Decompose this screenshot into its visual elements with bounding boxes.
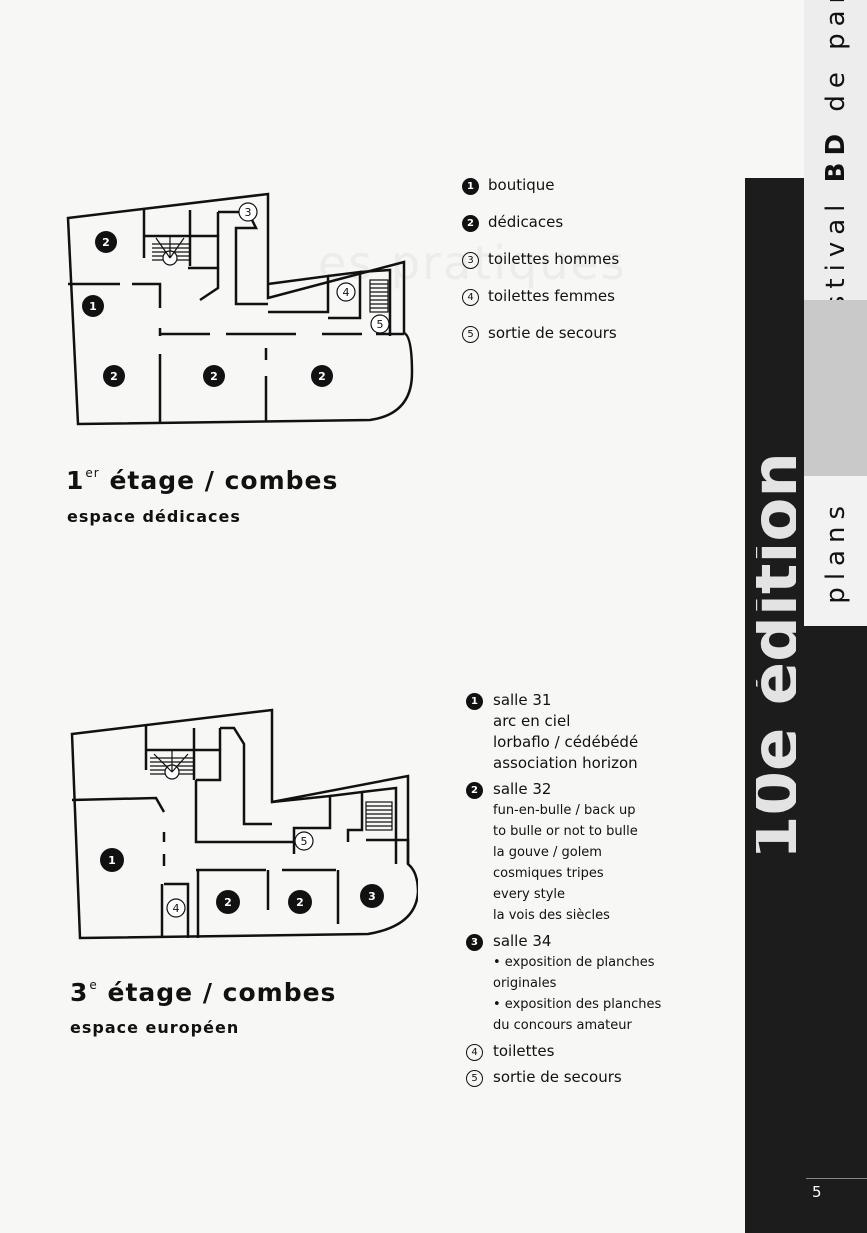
legend-line: lorbaflo / cédébédé: [493, 733, 639, 751]
legend-line: la gouve / golem: [493, 845, 602, 860]
floor1-marker-1: 1: [89, 300, 97, 313]
legend-title: sortie de secours: [493, 1068, 622, 1086]
floor1-marker-2d: 2: [318, 370, 326, 383]
floor1-marker-5: 5: [377, 318, 384, 331]
floor3-map-markers: 1 2 2 3 4 5: [100, 831, 384, 918]
floor1-marker-2b: 2: [110, 370, 118, 383]
floor3-marker-3: 3: [368, 890, 376, 903]
legend-details: • exposition de planches originales • ex…: [493, 952, 661, 1036]
legend-line: du concours amateur: [493, 1018, 632, 1033]
legend-line: • exposition de planches: [493, 955, 655, 970]
legend-number: 3: [466, 934, 483, 951]
floor1-plan-drawing: 2 1 2 2 2 3 4 5: [66, 192, 414, 426]
straight-stair-icon: [369, 279, 389, 313]
legend-item: 2 salle 32 fun-en-bulle / back up to bul…: [466, 779, 686, 926]
straight-stair-icon: [365, 801, 393, 831]
legend-line: la vois des siècles: [493, 908, 610, 923]
floor1-map-markers: 2 1 2 2 2 3 4 5: [82, 202, 390, 387]
legend-item: 1 salle 31 arc en ciel lorbaflo / cédébé…: [466, 690, 686, 774]
legend-line: fun-en-bulle / back up: [493, 803, 636, 818]
legend-number: 1: [466, 693, 483, 710]
floor3-marker-4: 4: [173, 902, 180, 915]
legend-label: dédicaces: [488, 213, 564, 231]
spiral-stair-icon: [152, 236, 190, 266]
legend-item: 4 toilettes femmes: [462, 287, 619, 324]
floor3-legend: 1 salle 31 arc en ciel lorbaflo / cédébé…: [466, 690, 686, 1093]
legend-item: 1 boutique: [462, 176, 619, 213]
legend-label: sortie de secours: [488, 324, 617, 342]
legend-line: every style: [493, 887, 566, 902]
legend-line: • exposition des planches: [493, 997, 662, 1012]
legend-line: association horizon: [493, 754, 638, 772]
page-number-rule: [806, 1178, 867, 1179]
legend-label: toilettes femmes: [488, 287, 615, 305]
side-tab-plans-label: plans: [820, 498, 851, 604]
legend-number: 4: [466, 1044, 483, 1061]
legend-item: 3 toilettes hommes: [462, 250, 619, 287]
floor3-plan: 1 2 2 3 4 5: [68, 704, 418, 949]
floor3-marker-2a: 2: [224, 896, 232, 909]
legend-item: 2 dédicaces: [462, 213, 619, 250]
legend-line: to bulle or not to bulle: [493, 824, 638, 839]
legend-number: 4: [462, 289, 479, 306]
floor3-marker-2b: 2: [296, 896, 304, 909]
legend-item: 4 toilettes: [466, 1041, 686, 1062]
legend-title: salle 32: [493, 780, 552, 798]
floor1-marker-4: 4: [343, 286, 350, 299]
legend-item: 5 sortie de secours: [462, 324, 619, 361]
floor3-title: 3e étage / combes: [70, 978, 337, 1007]
legend-line: cosmiques tripes: [493, 866, 604, 881]
floor1-plan: 2 1 2 2 2 3 4 5: [60, 188, 420, 433]
page-number: 5: [812, 1183, 822, 1201]
side-tab-festival-label: festival BD de paris: [820, 0, 851, 349]
legend-number: 3: [462, 252, 479, 269]
floor1-title: 1er étage / combes: [66, 466, 339, 495]
legend-label: toilettes hommes: [488, 250, 620, 268]
floor1-legend: 1 boutique 2 dédicaces 3 toilettes hommes 4…: [462, 176, 619, 361]
floor1-marker-2a: 2: [102, 236, 110, 249]
legend-title: salle 34: [493, 932, 552, 950]
legend-title: salle 31: [493, 691, 552, 709]
legend-title: toilettes: [493, 1042, 555, 1060]
legend-details: arc en ciel lorbaflo / cédébédé associat…: [493, 711, 638, 774]
floor3-plan-drawing: 1 2 2 3 4 5: [70, 708, 418, 940]
legend-details: fun-en-bulle / back up to bulle or not t…: [493, 800, 638, 926]
legend-line: arc en ciel: [493, 712, 571, 730]
spiral-stair-icon: [150, 750, 194, 780]
floor1-marker-3: 3: [245, 206, 252, 219]
side-tab-plans: plans: [804, 476, 867, 626]
floor3-marker-1: 1: [108, 854, 116, 867]
ghost-band-text: 10e édition: [756, 452, 796, 860]
floor3-marker-5: 5: [301, 835, 308, 848]
legend-item: 3 salle 34 • exposition de planches orig…: [466, 931, 686, 1036]
side-tab-spacer: [804, 300, 867, 476]
floor1-marker-2c: 2: [210, 370, 218, 383]
legend-item: 5 sortie de secours: [466, 1067, 686, 1088]
floor3-subtitle: espace européen: [70, 1018, 240, 1037]
side-tab-festival: festival BD de paris: [804, 0, 867, 349]
legend-number: 2: [466, 782, 483, 799]
legend-number: 2: [462, 215, 479, 232]
legend-number: 5: [462, 326, 479, 343]
legend-line: originales: [493, 976, 557, 991]
legend-number: 5: [466, 1070, 483, 1087]
floor1-subtitle: espace dédicaces: [67, 507, 241, 526]
legend-number: 1: [462, 178, 479, 195]
legend-label: boutique: [488, 176, 555, 194]
